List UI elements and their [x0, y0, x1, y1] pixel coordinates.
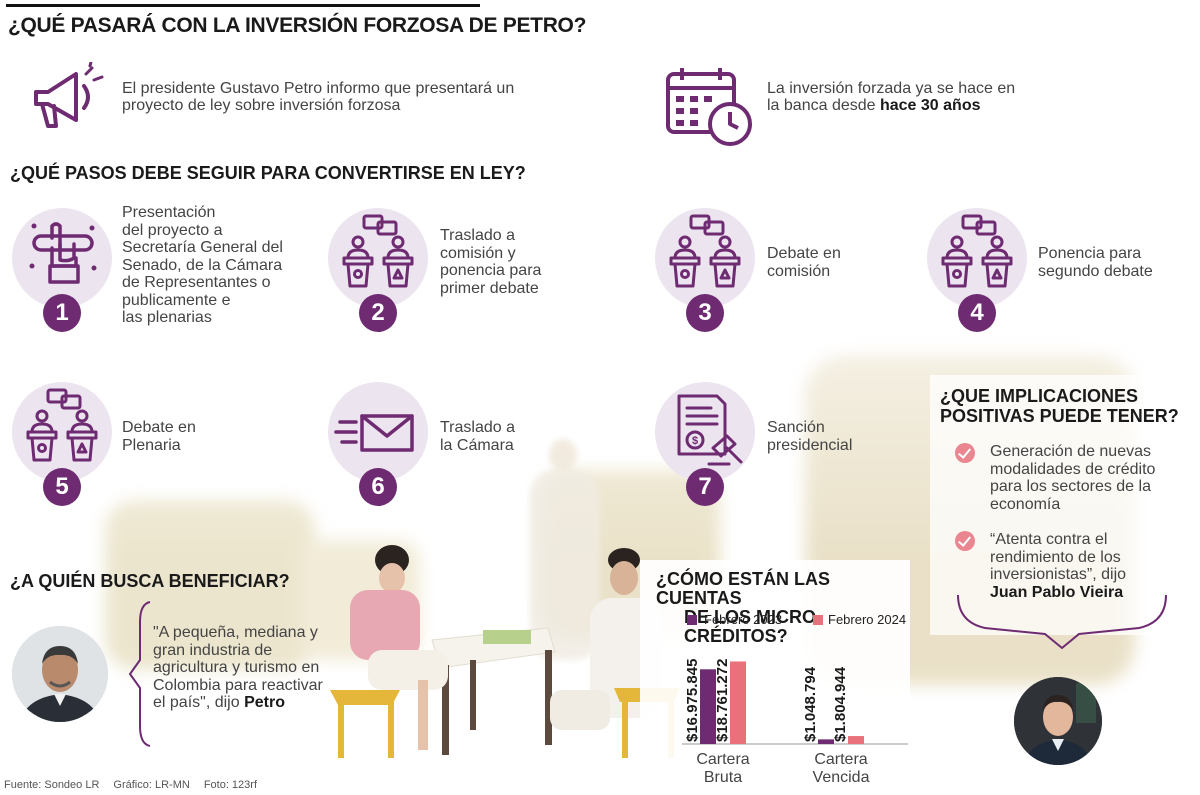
bar-2-2	[848, 736, 864, 744]
speech-bracket	[957, 594, 1167, 650]
vieira-photo	[1014, 677, 1102, 765]
step-1-number: 1	[43, 294, 81, 332]
megaphone-icon	[34, 62, 104, 128]
footer: Fuente: Sondeo LR Gráfico: LR-MN Foto: 123…	[4, 779, 271, 791]
envelope-icon	[334, 414, 414, 452]
step-5-circle	[12, 382, 112, 482]
steps-heading: ¿QUÉ PASOS DEBE SEGUIR PARA CONVERTIRSE …	[10, 163, 526, 183]
data-label-1-1: $16.975.845	[684, 659, 701, 742]
step-2-number: 2	[359, 294, 397, 332]
footer-photo-credit: Foto: 123rf	[203, 779, 258, 791]
footer-source: Fuente: Sondeo LR	[4, 779, 100, 791]
legend-label-2024: Febrero 2024	[828, 612, 907, 627]
category-label-2-line-1: Cartera	[814, 751, 867, 768]
step-6-number: 6	[359, 468, 397, 506]
person-icon	[12, 626, 108, 722]
document-gavel-icon: $	[677, 394, 743, 466]
category-label-1-line-1: Cartera	[696, 751, 749, 768]
step-7-circle: $	[655, 382, 755, 482]
bar-1-1	[700, 669, 716, 744]
quote-bracket	[128, 601, 151, 747]
debate-podium-icon	[669, 214, 741, 288]
petro-photo	[12, 626, 108, 722]
step-6-circle	[328, 382, 428, 482]
step-5-number: 5	[43, 468, 81, 506]
person-icon	[1014, 677, 1102, 765]
check-icon	[955, 443, 975, 463]
check-icon	[955, 531, 975, 551]
title-rule	[6, 4, 480, 7]
beneficiary-heading: ¿A QUIÉN BUSCA BENEFICIAR?	[10, 571, 290, 591]
step-2-circle	[328, 208, 428, 308]
svg-text:$: $	[692, 435, 698, 447]
data-label-2-2: $1.804.944	[832, 666, 849, 742]
footer-graphic: Gráfico: LR-MN	[113, 779, 190, 791]
data-label-1-2: $18.761.272	[714, 659, 731, 742]
microcredit-bar-chart: $16.975.845$18.761.272CarteraBruta$1.048…	[682, 659, 908, 786]
data-label-2-1: $1.048.794	[802, 666, 819, 742]
debate-podium-icon	[941, 214, 1013, 288]
step-1-circle	[12, 208, 112, 308]
step-3-number: 3	[686, 294, 724, 332]
scroll-hand-icon	[29, 222, 97, 284]
debate-podium-icon	[342, 214, 414, 288]
step-3-circle	[655, 208, 755, 308]
calendar-clock-icon	[666, 68, 752, 146]
beneficiary-author: Petro	[244, 694, 285, 711]
page-title: ¿QUÉ PASARÁ CON LA INVERSIÓN FORZOSA DE …	[8, 14, 587, 37]
debate-podium-icon	[26, 388, 98, 462]
legend-swatch-2024	[813, 615, 823, 625]
intro-left-text: El presidente Gustavo Petro informo que …	[122, 80, 515, 114]
step-4-number: 4	[958, 294, 996, 332]
category-label-2-line-2: Vencida	[813, 769, 870, 786]
category-label-1-line-2: Bruta	[704, 769, 742, 786]
step-7-number: 7	[686, 468, 724, 506]
step-4-circle	[927, 208, 1027, 308]
intro-right-text: La inversión forzada ya se hace en la ba…	[767, 80, 1016, 114]
legend-swatch-2023	[687, 615, 697, 625]
legend-label-2023: Febrero 2023	[704, 612, 783, 627]
bar-2-1	[818, 739, 834, 744]
bar-1-2	[730, 661, 746, 744]
implication-author: Juan Pablo Vieira	[990, 583, 1124, 601]
